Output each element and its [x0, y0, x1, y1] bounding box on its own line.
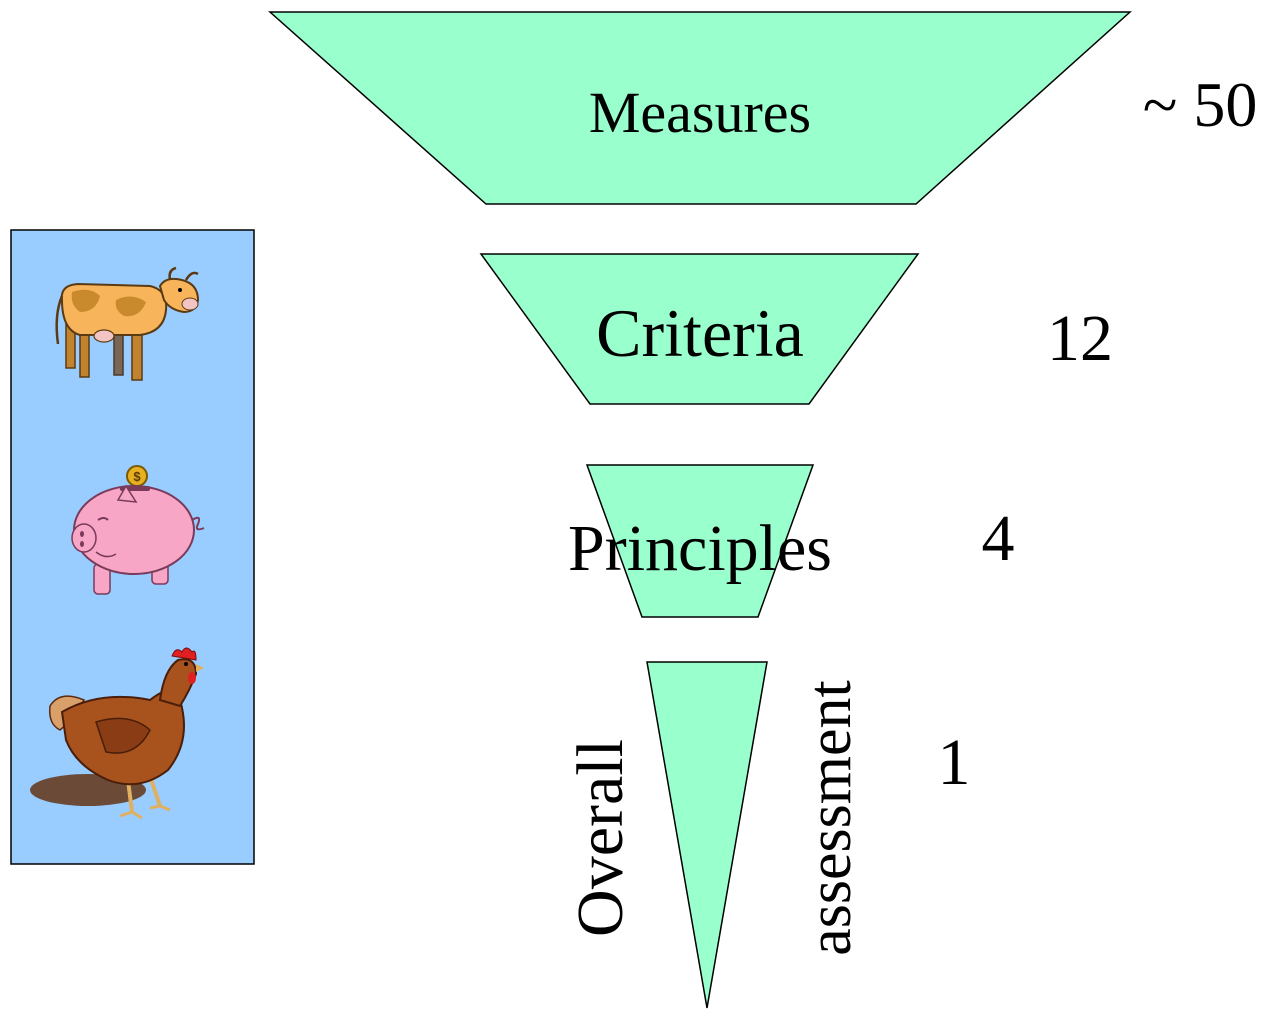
piggy-bank-icon: $	[71, 465, 205, 595]
level-count-overall: 1	[938, 726, 971, 799]
funnel-level-criteria	[479, 253, 920, 405]
level-label-assessment: assessment	[796, 680, 864, 956]
funnel-level-principles	[585, 464, 815, 618]
level-label-measures: Measures	[589, 80, 811, 145]
level-count-criteria: 12	[1047, 302, 1113, 375]
cow-icon	[55, 266, 200, 381]
level-label-principles: Principles	[568, 512, 832, 585]
hen-icon	[30, 647, 204, 820]
level-count-measures: ~ 50	[1143, 69, 1258, 140]
funnel-level-measures	[268, 11, 1132, 205]
level-label-overall: Overall	[564, 739, 637, 937]
funnel-level-overall	[646, 661, 768, 1009]
svg-text:$: $	[133, 469, 141, 484]
level-label-criteria: Criteria	[596, 295, 804, 371]
level-count-principles: 4	[982, 502, 1015, 575]
